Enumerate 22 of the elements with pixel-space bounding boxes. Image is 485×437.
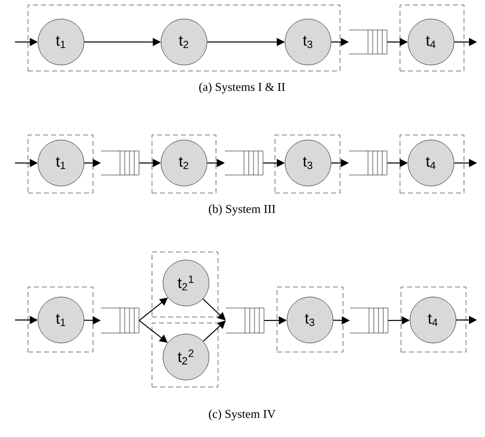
dashed-box (400, 4, 464, 72)
dashed-box (152, 134, 216, 194)
queue (350, 308, 388, 334)
caption: (c) System IV (208, 410, 276, 420)
dashed-box (28, 286, 94, 352)
dashed-box (276, 286, 344, 352)
queue (100, 150, 140, 176)
dashed-box (28, 4, 340, 72)
dashed-box (152, 252, 218, 318)
arrow (138, 298, 168, 321)
dashed-box (274, 134, 340, 194)
caption: (a) Systems I & II (199, 82, 285, 94)
caption: (b) System III (208, 204, 276, 216)
queue (100, 308, 140, 334)
queue (224, 150, 264, 176)
dashed-box (400, 134, 464, 194)
queue (226, 308, 264, 334)
dashed-box (28, 134, 94, 194)
queue (348, 150, 388, 176)
queue (348, 30, 388, 54)
dashed-box (400, 286, 466, 352)
dashed-box (152, 322, 218, 388)
